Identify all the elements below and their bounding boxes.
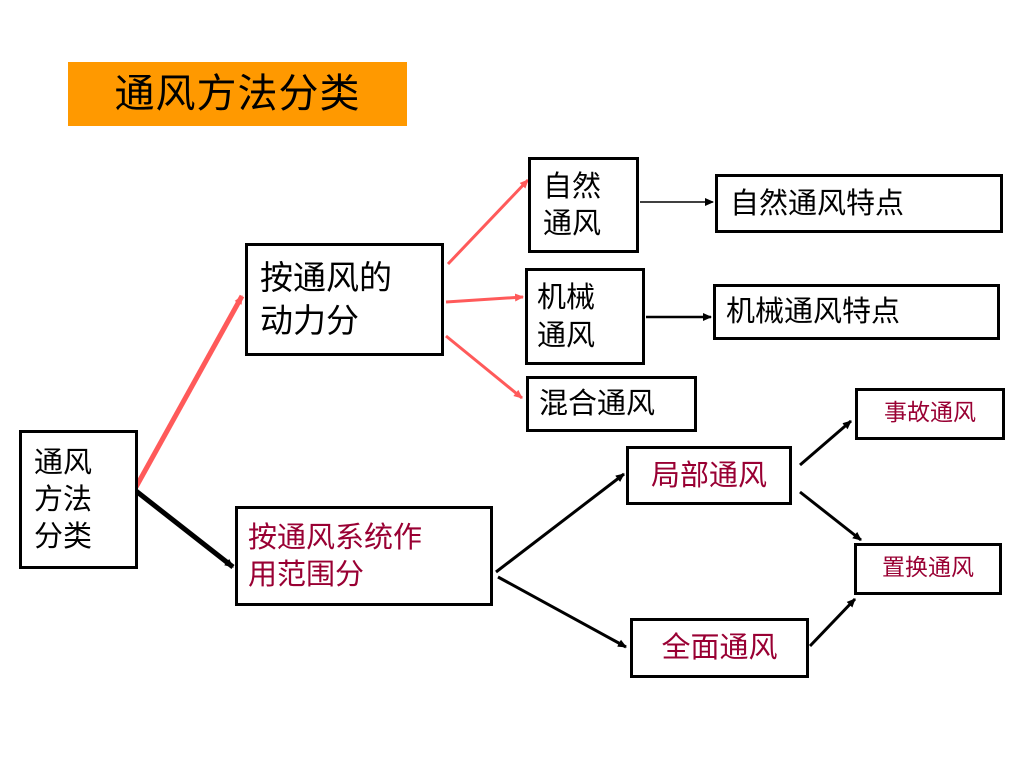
node-by-power: 按通风的 动力分 <box>245 243 444 356</box>
arrow-by-power-to-mixed <box>445 334 523 400</box>
node-displacement-label: 置换通风 <box>882 555 974 582</box>
node-root-line3: 分类 <box>34 519 93 554</box>
arrow-root-to-by-scope <box>134 489 235 569</box>
arrow-root-to-by-power <box>133 294 245 489</box>
node-general-ventilation: 全面通风 <box>630 618 809 678</box>
arrow-local-to-displacement <box>799 490 862 542</box>
node-mixed-label: 混合通风 <box>539 386 656 421</box>
node-displacement-ventilation: 置换通风 <box>854 543 1002 595</box>
node-mixed-ventilation: 混合通风 <box>526 376 697 432</box>
arrow-by-power-to-natural <box>446 178 530 266</box>
node-accident-label: 事故通风 <box>884 400 976 427</box>
node-mechanical-ventilation: 机械 通风 <box>525 268 645 365</box>
node-local-ventilation: 局部通风 <box>626 446 792 505</box>
node-accident-ventilation: 事故通风 <box>855 388 1005 440</box>
node-natural-line1: 自然 <box>543 168 602 203</box>
slide-title: 通风方法分类 <box>68 62 407 126</box>
node-root: 通风 方法 分类 <box>19 430 138 569</box>
node-root-line1: 通风 <box>34 444 93 479</box>
node-local-label: 局部通风 <box>650 457 767 492</box>
node-natural-feature-label: 自然通风特点 <box>730 185 905 220</box>
arrow-general-to-displacement <box>808 597 857 648</box>
node-by-power-line2: 动力分 <box>260 300 359 340</box>
node-natural-line2: 通风 <box>543 206 602 240</box>
node-mechanical-feature: 机械通风特点 <box>713 284 1000 340</box>
node-general-label: 全面通风 <box>661 630 778 665</box>
arrow-by-power-to-mechanical <box>445 293 524 304</box>
arrow-by-scope-to-general <box>497 575 627 649</box>
node-by-scope: 按通风系统作 用范围分 <box>235 506 493 606</box>
node-natural-feature: 自然通风特点 <box>715 174 1003 233</box>
arrow-local-to-accident <box>799 419 852 467</box>
node-by-scope-line2: 用范围分 <box>248 557 365 591</box>
node-natural-ventilation: 自然 通风 <box>528 157 639 253</box>
node-by-scope-line1: 按通风系统作 <box>248 519 423 554</box>
arrow-by-scope-to-local <box>495 472 625 574</box>
node-root-line2: 方法 <box>34 481 93 516</box>
node-mechanical-feature-label: 机械通风特点 <box>726 294 901 329</box>
node-by-power-line1: 按通风的 <box>260 258 392 298</box>
node-mechanical-line1: 机械 <box>537 280 596 315</box>
node-mechanical-line2: 通风 <box>537 317 596 352</box>
